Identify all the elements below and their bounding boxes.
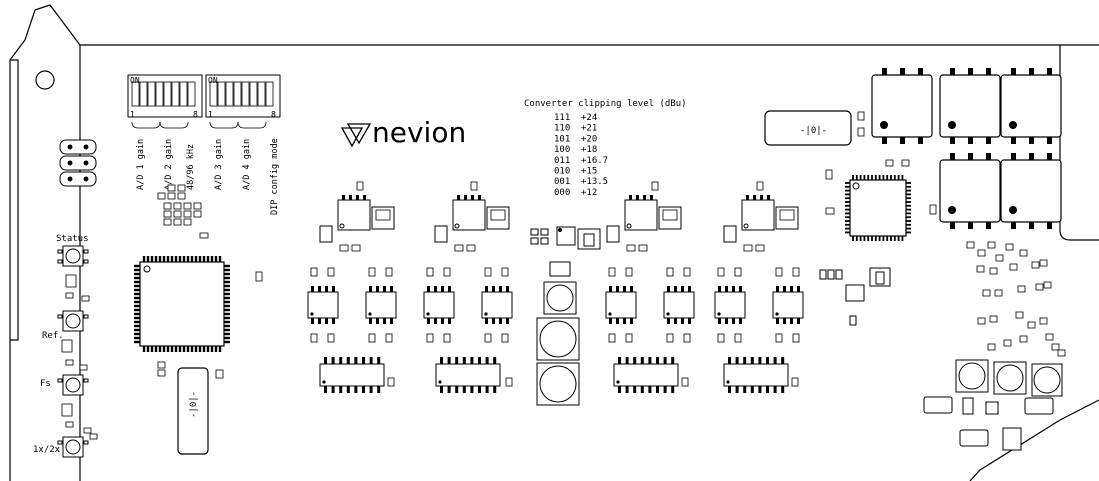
gain-label-ad2: A/D 2 gain: [164, 139, 174, 190]
gain-label-ad3: A/D 3 gain: [214, 139, 224, 190]
clip-code: 000: [554, 188, 570, 198]
crystal-right: -|0|-: [764, 110, 865, 146]
gain-label-ad4: A/D 4 gain: [242, 139, 252, 190]
pin-header: [59, 139, 97, 187]
ref-label: Ref.: [42, 331, 64, 341]
dip-last-label: 8: [271, 110, 276, 119]
bridge-ic: [819, 267, 891, 326]
ref-led: [57, 310, 89, 332]
speed-led: [57, 436, 89, 458]
regulator-group: [319, 181, 799, 252]
crystal-oscillator: -|0|-: [157, 361, 224, 455]
bottom-chip-group: [319, 357, 799, 393]
clip-level: +12: [581, 188, 597, 198]
center-components: [530, 226, 601, 406]
right-passives: [966, 241, 1066, 357]
output-connectors: [923, 359, 1063, 451]
clip-level: +15: [581, 167, 597, 177]
clip-level: +21: [581, 124, 597, 134]
clipping-table: Converter clipping level (dBu) 111 +24 110…: [524, 99, 687, 198]
nevion-logo: nevion: [340, 116, 466, 149]
clip-code: 010: [554, 167, 570, 177]
dip-on-label: ON: [130, 76, 140, 85]
clip-code: 100: [554, 145, 570, 155]
dip-first-label: 1: [130, 110, 135, 119]
svg-text:-|0|-: -|0|-: [800, 126, 827, 136]
gain-label-ad1: A/D 1 gain: [136, 139, 146, 190]
speed-label: 1x/2x: [33, 445, 61, 455]
rate-label: 48/96 kHz: [186, 144, 196, 190]
dip-brackets: [131, 121, 267, 129]
fs-label: Fs: [40, 379, 51, 389]
clip-level: +20: [581, 134, 597, 144]
clip-level: +13.5: [581, 177, 608, 187]
clip-code: 111: [554, 113, 570, 123]
fs-led: [57, 374, 89, 396]
smd-resistor: [255, 271, 263, 282]
clip-code: 110: [554, 124, 570, 134]
dsp-chip: [845, 175, 911, 241]
svg-text:-|0|-: -|0|-: [189, 391, 199, 418]
dip-switch-2[interactable]: ON 1 8: [205, 74, 281, 119]
led-transistors: [61, 274, 98, 440]
clip-code: 011: [554, 156, 570, 166]
dip-last-label: 8: [193, 110, 198, 119]
status-label: Status: [56, 234, 89, 244]
clip-code: 101: [554, 134, 570, 144]
fpga-chip: [134, 256, 230, 352]
status-led: [57, 245, 89, 267]
soic-chip-group: [307, 267, 804, 343]
clipping-table-title: Converter clipping level (dBu): [524, 99, 687, 109]
dsp-passives: [825, 159, 937, 215]
clip-level: +24: [581, 113, 597, 123]
dip-switch-1[interactable]: ON 1 8: [127, 74, 203, 119]
dip-first-label: 1: [208, 110, 213, 119]
dip-on-label: ON: [208, 76, 218, 85]
smd-cluster: [157, 184, 209, 239]
clip-level: +18: [581, 145, 597, 155]
clip-code: 001: [554, 177, 570, 187]
transformer-group: [871, 68, 1062, 229]
mounting-hole: [35, 70, 55, 90]
logo-text: nevion: [372, 116, 466, 149]
clip-level: +16.7: [581, 156, 608, 166]
dip-config-label: DIP config mode: [270, 138, 280, 215]
